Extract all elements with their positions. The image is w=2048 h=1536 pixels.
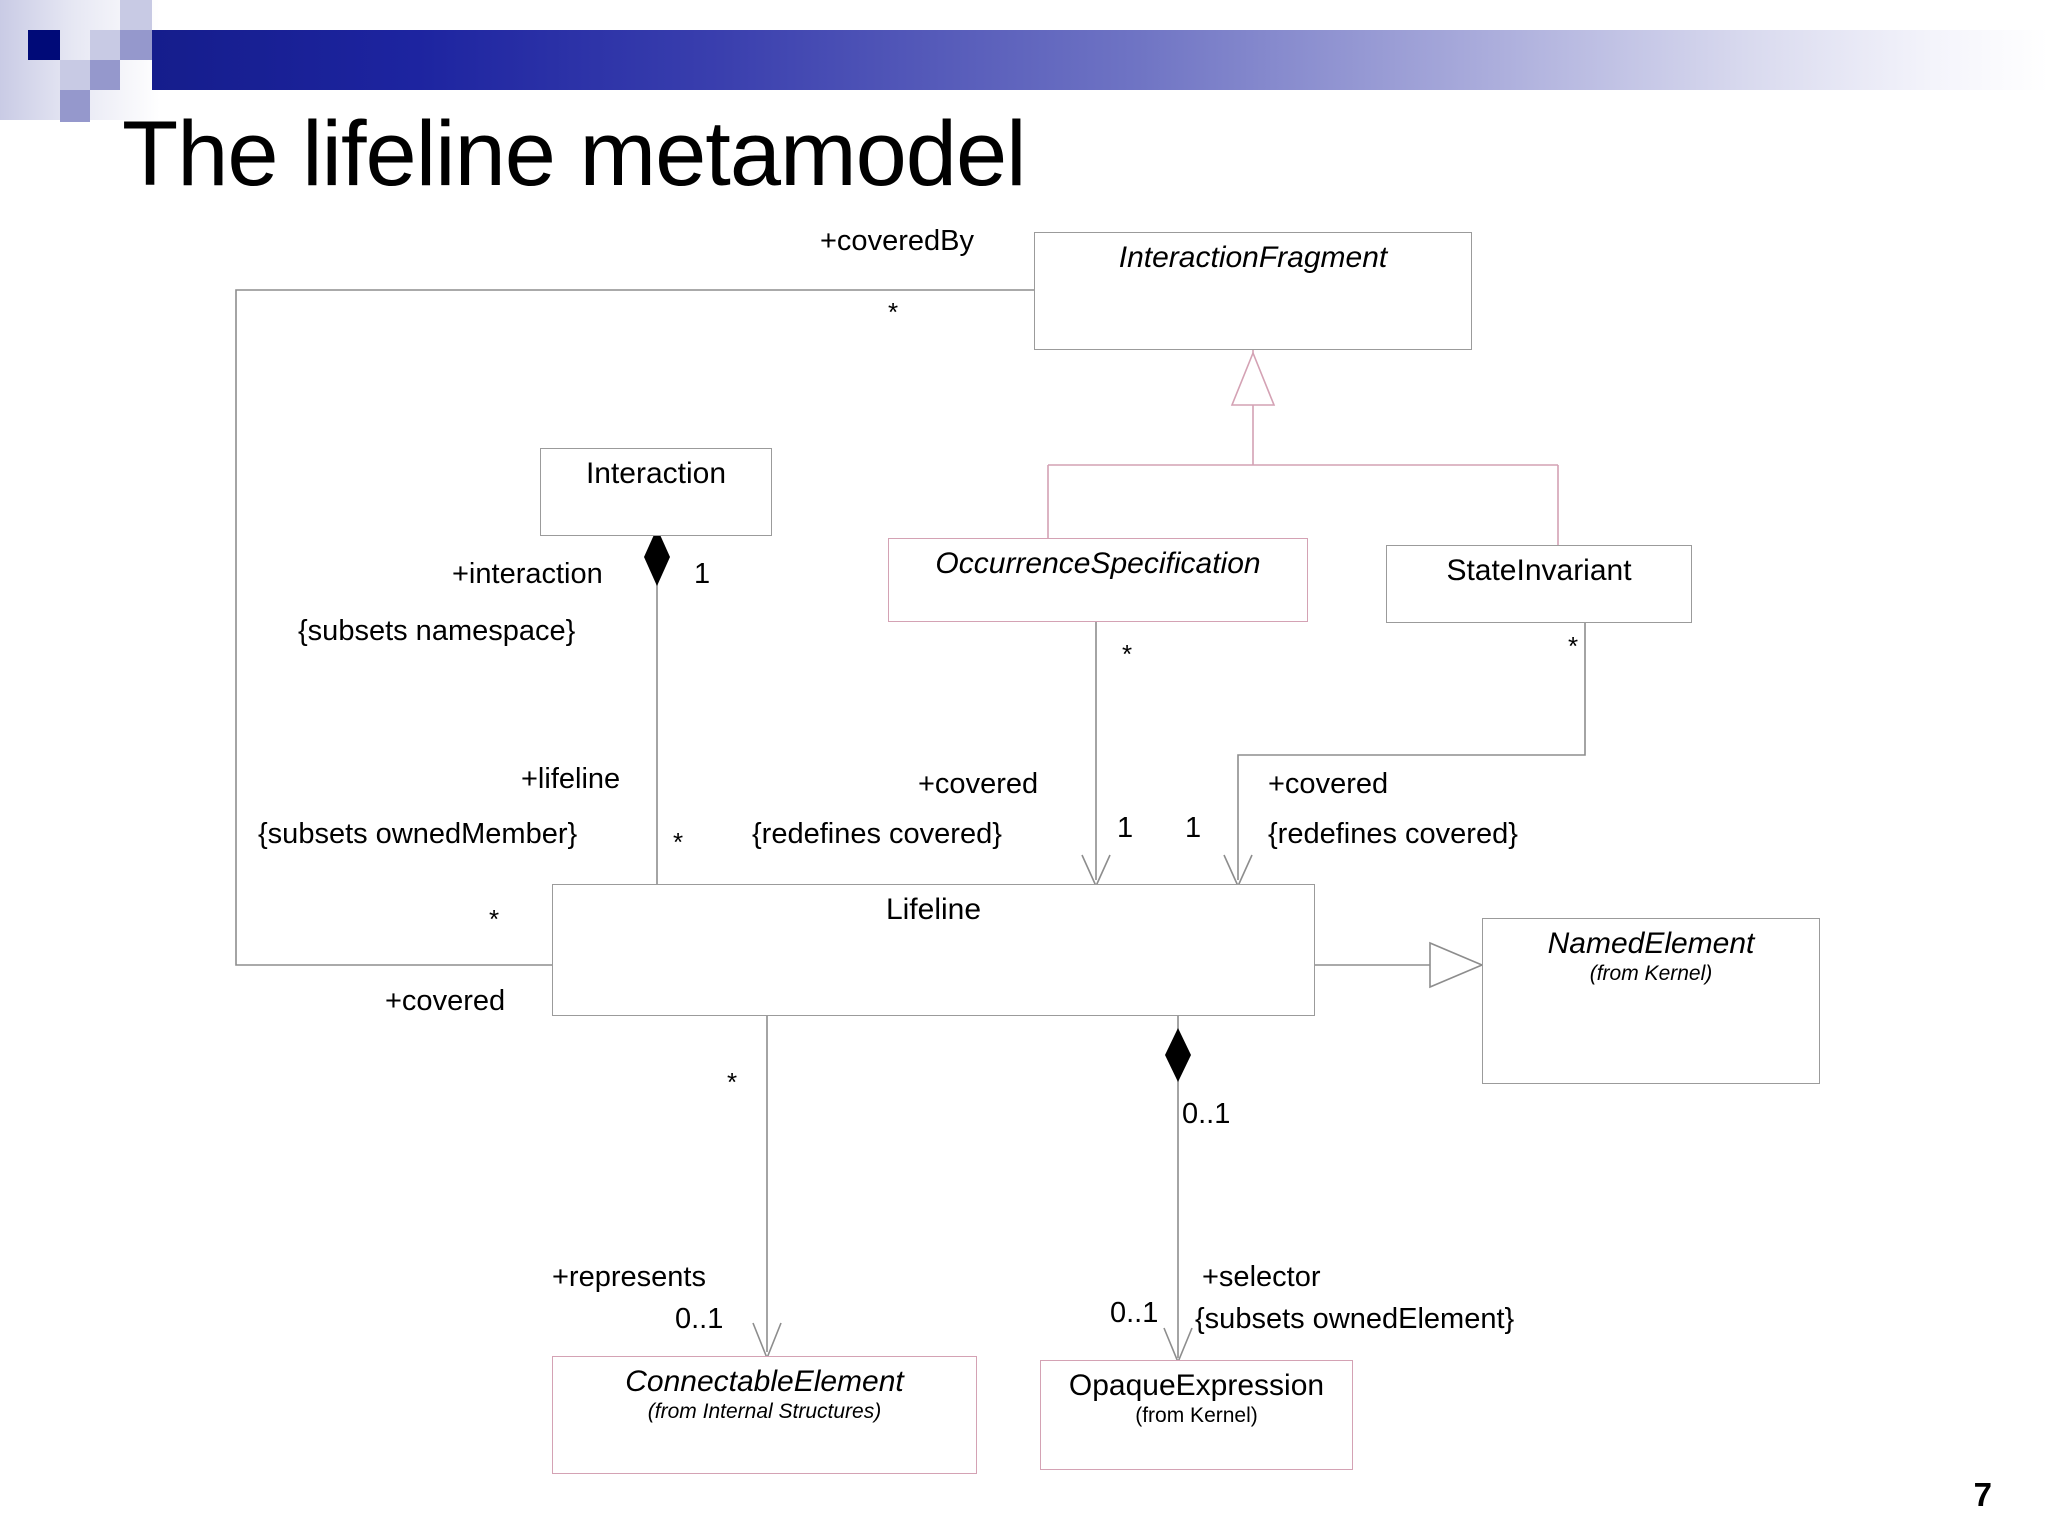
label-covered-right-role: +covered (1268, 768, 1389, 800)
label-covered-left-redefines: {redefines covered} (752, 818, 1002, 850)
label-lifeline-multiplicity: * (673, 827, 684, 857)
label-covered-by-multiplicity: * (888, 297, 899, 327)
class-box-lifeline[interactable]: Lifeline (552, 884, 1315, 1016)
class-name-opaque-expression: OpaqueExpression (1068, 1369, 1325, 1402)
label-represents-multiplicity-target: 0..1 (675, 1303, 724, 1335)
header-square-mid-1 (120, 30, 152, 60)
slide-header-band (0, 0, 2048, 122)
label-selector-multiplicity-target: 0..1 (1110, 1297, 1159, 1329)
label-covered-bottom-role: +covered (385, 985, 506, 1017)
label-selector-role: +selector (1202, 1261, 1321, 1293)
label-covered-bottom-multiplicity: * (489, 904, 500, 934)
label-occurrence-multiplicity: * (1122, 639, 1133, 669)
label-covered-right-redefines: {redefines covered} (1268, 818, 1518, 850)
class-box-occurrence-specification[interactable]: OccurrenceSpecification (888, 538, 1308, 622)
class-name-lifeline: Lifeline (885, 893, 982, 926)
class-name-interaction-fragment: InteractionFragment (1118, 241, 1388, 274)
class-stereotype-connectable-element: (from Internal Structures) (647, 1400, 882, 1423)
label-lifeline-subsets: {subsets ownedMember} (258, 818, 578, 850)
label-lifeline-role: +lifeline (521, 763, 621, 795)
page-number: 7 (1973, 1476, 1992, 1513)
class-box-interaction-fragment[interactable]: InteractionFragment (1034, 232, 1472, 350)
label-state-invariant-multiplicity: * (1568, 631, 1579, 661)
class-box-state-invariant[interactable]: StateInvariant (1386, 545, 1692, 623)
class-stereotype-opaque-expression: (from Kernel) (1135, 1404, 1258, 1427)
label-covered-right-multiplicity: 1 (1185, 812, 1202, 844)
class-stereotype-named-element: (from Kernel) (1589, 962, 1713, 985)
class-name-connectable-element: ConnectableElement (625, 1365, 904, 1398)
class-name-state-invariant: StateInvariant (1446, 554, 1632, 587)
class-box-interaction[interactable]: Interaction (540, 448, 772, 536)
label-interaction-role: +interaction (452, 558, 603, 590)
class-name-named-element: NamedElement (1547, 927, 1755, 960)
class-box-named-element[interactable]: NamedElement (from Kernel) (1482, 918, 1820, 1084)
header-square-navy (28, 30, 60, 60)
class-name-interaction: Interaction (585, 457, 727, 490)
header-gradient-bar (152, 30, 2048, 90)
label-covered-left-role: +covered (918, 768, 1039, 800)
label-interaction-multiplicity: 1 (694, 558, 711, 590)
header-square-light-3 (60, 60, 90, 90)
label-selector-subsets: {subsets ownedElement} (1195, 1303, 1515, 1335)
header-square-mid-3 (60, 90, 90, 122)
page-title: The lifeline metamodel (122, 103, 1027, 205)
label-covered-left-multiplicity: 1 (1117, 812, 1134, 844)
label-represents-role: +represents (552, 1261, 706, 1293)
label-interaction-subsets: {subsets namespace} (298, 615, 576, 647)
header-square-light-2 (90, 30, 120, 60)
label-represents-multiplicity-source: * (727, 1067, 738, 1097)
header-fade-strip-upper (0, 0, 160, 30)
class-box-connectable-element[interactable]: ConnectableElement (from Internal Struct… (552, 1356, 977, 1474)
header-square-mid-2 (90, 60, 120, 90)
label-selector-multiplicity-source: 0..1 (1182, 1098, 1231, 1130)
class-name-occurrence-specification: OccurrenceSpecification (935, 547, 1261, 580)
header-fade-strip (0, 30, 160, 90)
label-covered-by: +coveredBy (820, 225, 974, 257)
header-square-light-1 (120, 0, 152, 30)
class-box-opaque-expression[interactable]: OpaqueExpression (from Kernel) (1040, 1360, 1353, 1470)
